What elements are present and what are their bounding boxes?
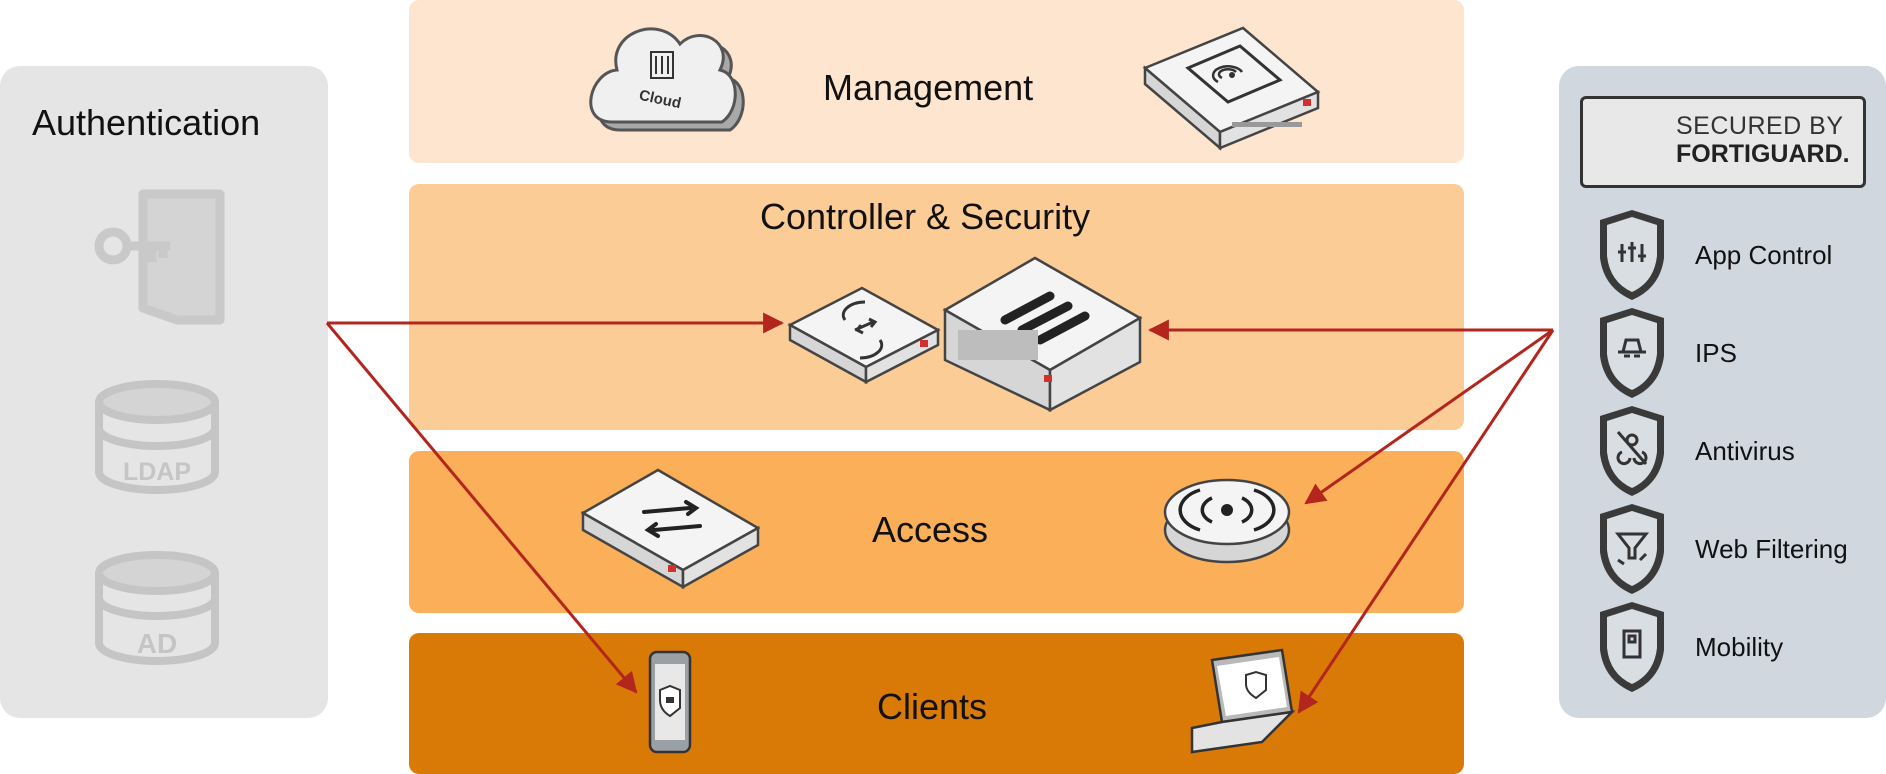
key-door-icon <box>94 189 225 325</box>
controller-security-label: Controller & Security <box>760 196 1091 237</box>
fortiguard-to-access-point-arrow <box>1304 328 1554 505</box>
ldap-database-icon: LDAP <box>95 380 219 494</box>
antivirus-shield-icon <box>1600 406 1664 496</box>
controller-security-layer <box>409 184 1464 430</box>
wireless-controller-icon <box>787 286 941 385</box>
service-label-mobility: Mobility <box>1695 632 1784 662</box>
fortiguard-badge-line2: FORTIGUARD. <box>1676 140 1850 168</box>
management-label: Management <box>823 67 1034 108</box>
ad-icon-label: AD <box>137 628 177 659</box>
ips-shield-icon <box>1600 308 1664 398</box>
authentication-title: Authentication <box>32 102 261 143</box>
service-label-ips: IPS <box>1695 338 1737 368</box>
service-label-web-filtering: Web Filtering <box>1695 534 1848 564</box>
web-filtering-shield-icon <box>1600 504 1664 594</box>
fortigate-appliance-icon <box>942 256 1143 413</box>
mobility-shield-icon <box>1600 602 1664 692</box>
laptop-icon <box>1190 648 1296 754</box>
access-switch-icon <box>580 468 761 590</box>
auth-to-smartphone-arrow <box>325 322 638 694</box>
ldap-icon-label: LDAP <box>123 458 191 486</box>
clients-label: Clients <box>877 686 988 727</box>
management-appliance-icon <box>1142 26 1321 151</box>
secured-by-fortiguard-badge <box>1580 96 1866 188</box>
access-label: Access <box>872 509 989 550</box>
app-control-shield-icon <box>1600 210 1664 300</box>
ad-database-icon: AD <box>95 551 219 665</box>
cloud-icon: Cloud <box>589 27 745 132</box>
fortiguard-badge-line1: SECURED BY <box>1676 112 1844 140</box>
access-point-icon <box>1163 478 1291 564</box>
smartphone-icon <box>648 650 692 754</box>
fortiguard-to-laptop-arrow <box>1297 329 1555 714</box>
service-label-app-control: App Control <box>1695 240 1833 270</box>
connection-arrows <box>325 312 1555 714</box>
service-label-antivirus: Antivirus <box>1695 436 1795 466</box>
